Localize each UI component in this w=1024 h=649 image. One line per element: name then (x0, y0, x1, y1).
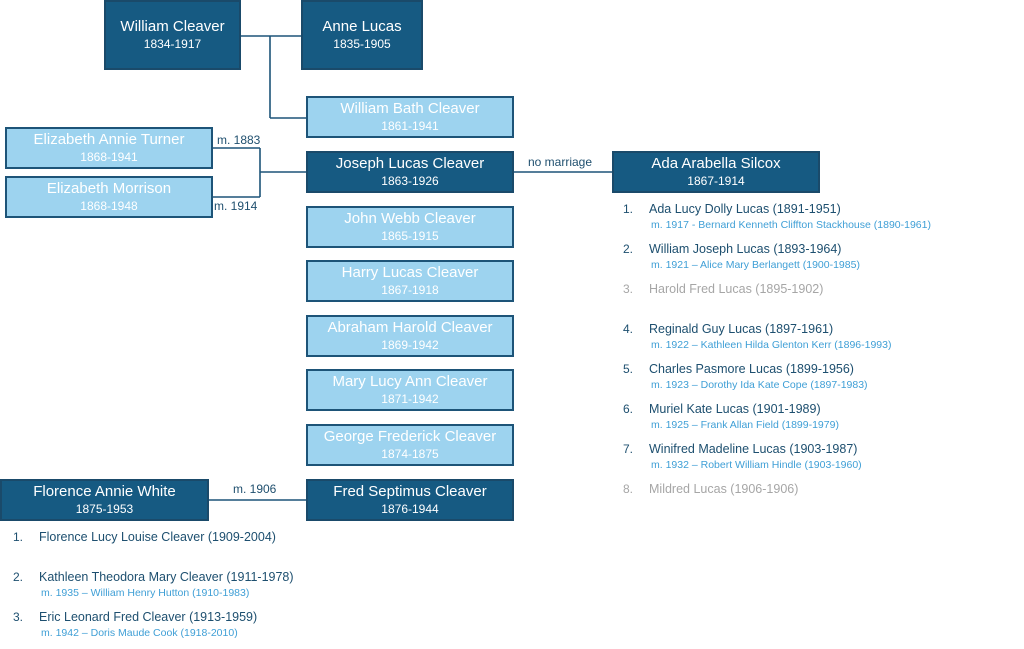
child-list-item: 3. Eric Leonard Fred Cleaver (1913-1959) m… (13, 610, 419, 639)
person-william-bath-cleaver: William Bath Cleaver 1861-1941 (306, 96, 514, 138)
person-name: Ada Arabella Silcox (651, 155, 781, 173)
child-list-item: 6. Muriel Kate Lucas (1901-1989) m. 1925 –… (623, 402, 1024, 431)
child-number: 4. (623, 322, 634, 336)
child-list-item: 7. Winifred Madeline Lucas (1903-1987) m. … (623, 442, 1024, 471)
person-joseph-lucas-cleaver: Joseph Lucas Cleaver 1863-1926 (306, 151, 514, 193)
label-m-1914: m. 1914 (214, 199, 258, 213)
label-no-marriage: no marriage (528, 155, 593, 169)
person-name: Joseph Lucas Cleaver (335, 155, 485, 173)
person-name: William Cleaver (120, 18, 225, 36)
person-name: George Frederick Cleaver (323, 428, 497, 446)
child-list-item: 5. Charles Pasmore Lucas (1899-1956) m. 19… (623, 362, 1024, 391)
person-ada-arabella-silcox: Ada Arabella Silcox 1867-1914 (612, 151, 820, 193)
person-years: 1867-1914 (687, 173, 745, 188)
child-name: Ada Lucy Dolly Lucas (1891-1951) (649, 202, 841, 216)
child-spouse: m. 1922 – Kathleen Hilda Glenton Kerr (1… (651, 339, 892, 351)
child-list-item: 2. Kathleen Theodora Mary Cleaver (1911-1… (13, 570, 419, 599)
child-number: 2. (13, 570, 24, 584)
person-name: Florence Annie White (33, 483, 176, 501)
person-years: 1865-1915 (381, 228, 439, 243)
child-number: 3. (13, 610, 24, 624)
child-list-item: 8. Mildred Lucas (1906-1906) (623, 482, 1024, 496)
person-name: Abraham Harold Cleaver (327, 319, 493, 337)
child-name: Muriel Kate Lucas (1901-1989) (649, 402, 821, 416)
child-spouse: m. 1942 – Doris Maude Cook (1918-2010) (41, 627, 238, 639)
child-spouse: m. 1925 – Frank Allan Field (1899-1979) (651, 419, 839, 431)
child-number: 7. (623, 442, 634, 456)
person-years: 1867-1918 (381, 282, 439, 297)
person-years: 1861-1941 (381, 118, 439, 133)
person-years: 1868-1941 (80, 149, 138, 164)
person-name: Anne Lucas (322, 18, 402, 36)
person-william-cleaver: William Cleaver 1834-1917 (104, 0, 241, 70)
person-name: Elizabeth Morrison (46, 180, 172, 198)
person-years: 1863-1926 (381, 173, 439, 188)
child-name: Charles Pasmore Lucas (1899-1956) (649, 362, 854, 376)
person-years: 1876-1944 (381, 501, 439, 516)
person-john-webb-cleaver: John Webb Cleaver 1865-1915 (306, 206, 514, 248)
person-elizabeth-morrison: Elizabeth Morrison 1868-1948 (5, 176, 213, 218)
child-spouse: m. 1923 – Dorothy Ida Kate Cope (1897-19… (651, 379, 868, 391)
person-years: 1874-1875 (381, 446, 439, 461)
person-name: Fred Septimus Cleaver (333, 483, 487, 501)
child-number: 3. (623, 282, 634, 296)
person-years: 1869-1942 (381, 337, 439, 352)
child-name: Reginald Guy Lucas (1897-1961) (649, 322, 834, 336)
person-florence-annie-white: Florence Annie White 1875-1953 (0, 479, 209, 521)
child-name: Mildred Lucas (1906-1906) (649, 482, 799, 496)
person-years: 1871-1942 (381, 391, 439, 406)
person-years: 1875-1953 (75, 501, 134, 516)
child-list-item: 1. Florence Lucy Louise Cleaver (1909-200… (13, 530, 419, 544)
person-abraham-harold-cleaver: Abraham Harold Cleaver 1869-1942 (306, 315, 514, 357)
child-spouse: m. 1917 - Bernard Kenneth Cliffton Stack… (651, 219, 931, 231)
label-m-1883: m. 1883 (217, 133, 261, 147)
person-fred-septimus-cleaver: Fred Septimus Cleaver 1876-1944 (306, 479, 514, 521)
person-george-frederick-cleaver: George Frederick Cleaver 1874-1875 (306, 424, 514, 466)
child-number: 1. (623, 202, 634, 216)
child-name: Harold Fred Lucas (1895-1902) (649, 282, 824, 296)
child-list-item: 4. Reginald Guy Lucas (1897-1961) m. 1922 … (623, 322, 1024, 351)
person-years: 1835-1905 (333, 36, 391, 51)
child-spouse: m. 1921 – Alice Mary Berlangett (1900-19… (651, 259, 860, 271)
person-years: 1868-1948 (80, 198, 138, 213)
child-spouse: m. 1932 – Robert William Hindle (1903-19… (651, 459, 862, 471)
child-number: 1. (13, 530, 24, 544)
person-name: Elizabeth Annie Turner (33, 131, 185, 149)
child-name: William Joseph Lucas (1893-1964) (649, 242, 842, 256)
person-harry-lucas-cleaver: Harry Lucas Cleaver 1867-1918 (306, 260, 514, 302)
child-list-item: 1. Ada Lucy Dolly Lucas (1891-1951) m. 191… (623, 202, 1024, 231)
person-name: Mary Lucy Ann Cleaver (332, 373, 488, 391)
person-mary-lucy-ann-cleaver: Mary Lucy Ann Cleaver 1871-1942 (306, 369, 514, 411)
person-name: John Webb Cleaver (344, 210, 476, 228)
person-name: William Bath Cleaver (340, 100, 480, 118)
child-list-item: 2. William Joseph Lucas (1893-1964) m. 192… (623, 242, 1024, 271)
person-elizabeth-annie-turner: Elizabeth Annie Turner 1868-1941 (5, 127, 213, 169)
child-list-item: 3. Harold Fred Lucas (1895-1902) (623, 282, 1024, 296)
child-number: 8. (623, 482, 634, 496)
child-spouse: m. 1935 – William Henry Hutton (1910-198… (41, 587, 250, 599)
child-number: 6. (623, 402, 634, 416)
person-years: 1834-1917 (143, 36, 202, 51)
child-name: Winifred Madeline Lucas (1903-1987) (649, 442, 858, 456)
child-number: 5. (623, 362, 634, 376)
child-name: Kathleen Theodora Mary Cleaver (1911-197… (39, 570, 294, 584)
person-name: Harry Lucas Cleaver (341, 264, 479, 282)
child-name: Florence Lucy Louise Cleaver (1909-2004) (39, 530, 276, 544)
label-m-1906: m. 1906 (233, 482, 277, 496)
child-number: 2. (623, 242, 634, 256)
person-anne-lucas: Anne Lucas 1835-1905 (301, 0, 423, 70)
child-name: Eric Leonard Fred Cleaver (1913-1959) (39, 610, 258, 624)
